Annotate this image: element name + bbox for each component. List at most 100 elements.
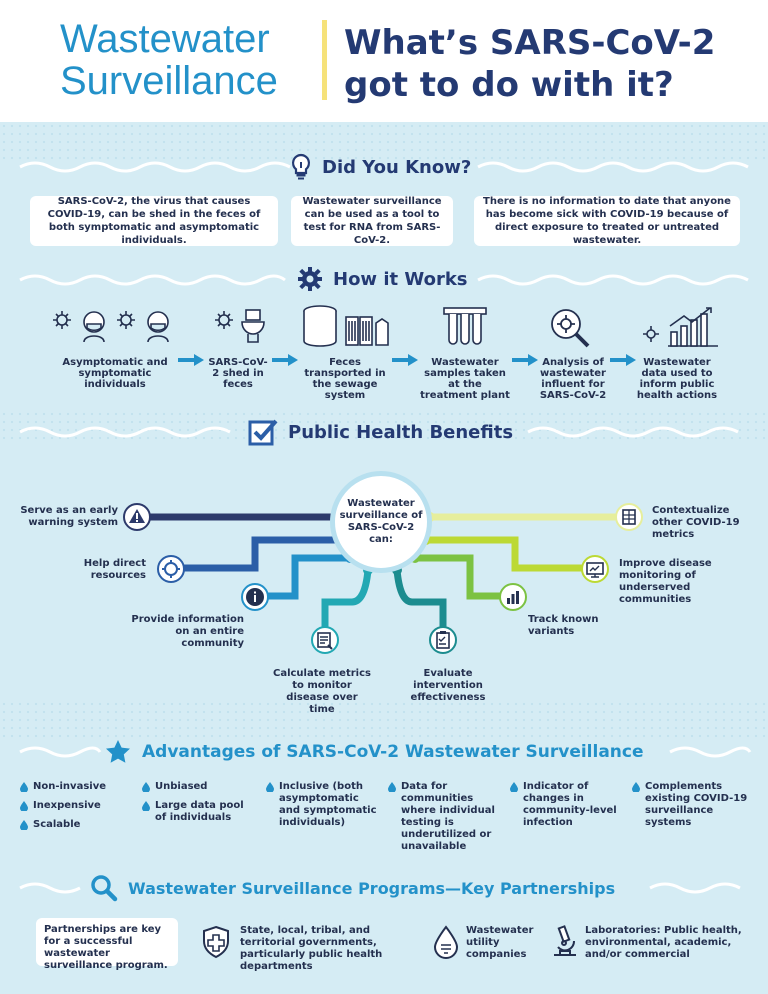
- step-label-6: Wastewater data used to inform public he…: [636, 357, 718, 401]
- wave-divider: [19, 274, 749, 286]
- drop-icon: [510, 782, 518, 792]
- partnerships-intro: Partnerships are key for a successful wa…: [36, 918, 178, 971]
- wave-divider: [19, 882, 741, 894]
- arrow-right-icon: [272, 354, 298, 366]
- benefit-label-3: Provide information on an entire communi…: [131, 614, 244, 649]
- resources-icon: [157, 555, 185, 583]
- advantage-item: Inexpensive: [20, 800, 130, 812]
- advantages-column-5: Indicator of changes in community-level …: [510, 781, 620, 836]
- advantage-text: Non-invasive: [33, 781, 107, 792]
- benefit-label-4: Calculate metrics to monitor disease ove…: [272, 668, 371, 715]
- advantage-item: Large data pool of individuals: [142, 800, 257, 824]
- drop-icon: [388, 782, 396, 792]
- drop-icon: [632, 782, 640, 792]
- advantage-text: Complements existing COVID-19 surveillan…: [645, 781, 748, 828]
- gear-icon: [297, 266, 323, 292]
- drop-icon: [20, 782, 28, 792]
- benefit-label-1: Serve as an early warning system: [20, 505, 118, 528]
- partner-laboratories: Laboratories: Public health, environment…: [585, 925, 742, 960]
- step-label-4: Wastewater samples taken at the treatmen…: [420, 357, 510, 401]
- benefit-label-2: Help direct resources: [83, 558, 146, 581]
- fact-box-3: There is no information to date that any…: [474, 196, 740, 246]
- advantage-item: Non-invasive: [20, 781, 130, 793]
- section-title-text: Public Health Benefits: [288, 421, 514, 443]
- wave-divider: [19, 746, 752, 758]
- advantage-item: Inclusive (both asymptomatic and symptom…: [266, 781, 378, 829]
- advantage-text: Indicator of changes in community-level …: [523, 781, 617, 828]
- title-left: Wastewater Surveillance: [60, 17, 278, 103]
- metrics-icon: [311, 626, 339, 654]
- toilet-virus-icon: [215, 309, 265, 343]
- arrow-right-icon: [512, 354, 538, 366]
- section-title-benefits: Public Health Benefits: [248, 418, 513, 446]
- benefits-hub: Wastewater surveillance of SARS-CoV-2 ca…: [330, 471, 432, 573]
- checkbox-icon: [248, 418, 278, 446]
- drop-icon: [20, 820, 28, 830]
- section-title-text: Did You Know?: [322, 156, 472, 178]
- dot-pattern: [0, 122, 768, 162]
- shield-cross-icon: [203, 925, 229, 959]
- step-label-3: Feces transported in the sewage system: [304, 357, 386, 401]
- advantages-column-4: Data for communities where individual te…: [388, 781, 500, 860]
- section-title-text: Advantages of SARS-CoV-2 Wastewater Surv…: [142, 742, 644, 762]
- header: Wastewater Surveillance What’s SARS-CoV-…: [0, 0, 768, 122]
- data-chart-icon: [643, 307, 718, 347]
- benefit-label-6: Track known variants: [528, 614, 599, 637]
- star-icon: [104, 738, 132, 766]
- sample-tubes-icon: [443, 307, 487, 345]
- bar-chart-icon: [499, 583, 527, 611]
- advantage-item: Complements existing COVID-19 surveillan…: [632, 781, 752, 829]
- partner-governments: State, local, tribal, and territorial go…: [240, 925, 383, 972]
- advantage-text: Large data pool of individuals: [155, 800, 244, 823]
- dot-pattern: [0, 700, 768, 740]
- section-title-partnerships: Wastewater Surveillance Programs—Key Par…: [90, 874, 615, 902]
- monitor-icon: [581, 555, 609, 583]
- section-title-how-it-works: How it Works: [297, 266, 468, 292]
- advantage-text: Data for communities where individual te…: [401, 781, 495, 852]
- drop-icon: [142, 782, 150, 792]
- benefit-label-5: Evaluate intervention effectiveness: [410, 668, 486, 703]
- advantage-text: Inclusive (both asymptomatic and symptom…: [279, 781, 377, 828]
- arrow-right-icon: [392, 354, 418, 366]
- advantage-item: Scalable: [20, 819, 130, 831]
- title-divider: [322, 20, 327, 100]
- drop-icon: [20, 801, 28, 811]
- arrow-right-icon: [610, 354, 636, 366]
- benefits-connectors: [146, 512, 619, 630]
- section-title-advantages: Advantages of SARS-CoV-2 Wastewater Surv…: [104, 738, 644, 766]
- advantages-column-1: Non-invasive Inexpensive Scalable: [20, 781, 130, 838]
- magnifier-virus-icon: [551, 309, 590, 348]
- benefit-label-7: Improve disease monitoring of underserve…: [619, 558, 712, 605]
- advantages-column-2: Unbiased Large data pool of individuals: [142, 781, 257, 831]
- arrow-right-icon: [178, 354, 204, 366]
- advantages-column-3: Inclusive (both asymptomatic and symptom…: [266, 781, 378, 836]
- fact-box-1: SARS-CoV-2, the virus that causes COVID-…: [30, 196, 278, 246]
- clipboard-icon: [429, 626, 457, 654]
- step-label-2: SARS-CoV-2 shed in feces: [208, 357, 268, 390]
- step-label-5: Analysis of wastewater influent for SARS…: [539, 357, 607, 401]
- wave-divider: [19, 161, 749, 173]
- section-title-text: Wastewater Surveillance Programs—Key Par…: [128, 878, 616, 898]
- section-title-text: How it Works: [333, 268, 468, 290]
- advantage-text: Scalable: [33, 819, 81, 830]
- advantage-item: Indicator of changes in community-level …: [510, 781, 620, 829]
- lightbulb-icon: [290, 153, 312, 181]
- fact-box-2: Wastewater surveillance can be used as a…: [291, 196, 453, 246]
- partner-utilities: Wastewater utility companies: [466, 925, 534, 960]
- advantage-item: Data for communities where individual te…: [388, 781, 500, 853]
- advantage-text: Inexpensive: [33, 800, 101, 811]
- wave-divider: [19, 426, 739, 438]
- drop-icon: [142, 801, 150, 811]
- step-label-1: Asymptomatic and symptomatic individuals: [62, 357, 168, 390]
- microscope-icon: [554, 925, 576, 956]
- people-masks-icon: [53, 311, 169, 343]
- water-drop-icon: [433, 925, 459, 959]
- sewage-system-icon: [303, 305, 389, 347]
- advantages-column-6: Complements existing COVID-19 surveillan…: [632, 781, 752, 836]
- drop-icon: [266, 782, 274, 792]
- document-grid-icon: [615, 503, 643, 531]
- warning-icon: [123, 503, 151, 531]
- section-title-did-you-know: Did You Know?: [290, 153, 471, 181]
- benefit-label-8: Contextualize other COVID-19 metrics: [652, 505, 740, 540]
